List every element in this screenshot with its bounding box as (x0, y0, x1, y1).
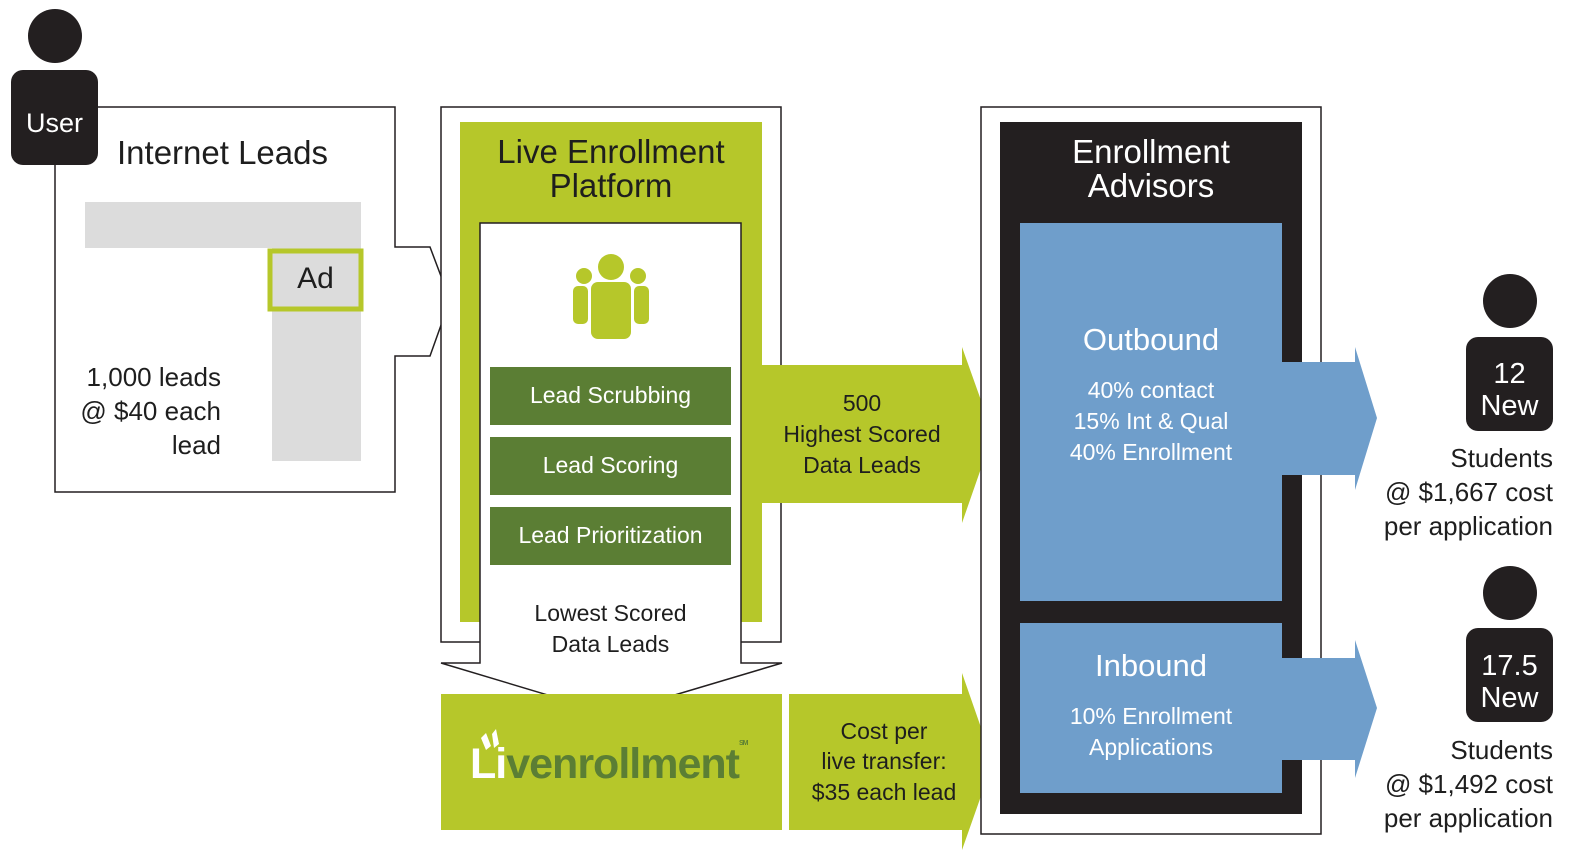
leads-line-3: lead (171, 430, 221, 460)
highest-scored-line-1: 500 (842, 390, 882, 416)
inbound-line-1: 10% Enrollment (1069, 703, 1233, 729)
leads-line-1: 1,000 leads (86, 362, 221, 392)
advisors-title-line-1: Enrollment (1072, 133, 1230, 170)
cost-line-1: Cost per (840, 718, 928, 744)
outbound-line-3: 40% Enrollment (1069, 439, 1233, 465)
highest-scored-arrow (762, 347, 993, 523)
result-person-icon-2 (1466, 566, 1553, 722)
outbound-line-2: 15% Int & Qual (1073, 408, 1229, 434)
step-box-scrubbing (490, 367, 731, 425)
result-2-count-sub: New (1480, 682, 1539, 714)
outbound-title: Outbound (1082, 322, 1220, 357)
platform-title-line-2: Platform (549, 167, 673, 204)
outbound-output-arrow (1282, 347, 1377, 490)
cost-arrow (789, 673, 993, 850)
step-lead-prioritization: Lead Prioritization (518, 522, 703, 548)
ad-label: Ad (297, 262, 334, 295)
advisors-title-line-2: Advisors (1087, 167, 1215, 204)
logo-sprout-icon (481, 729, 499, 750)
result-1-line-2: @ $1,667 cost (1384, 477, 1553, 507)
highest-scored-line-3: Data Leads (803, 452, 921, 478)
result-1-count: 12 (1493, 358, 1526, 390)
outbound-line-1: 40% contact (1087, 377, 1215, 403)
step-lead-scoring: Lead Scoring (542, 452, 679, 478)
result-1-line-3: per application (1383, 511, 1553, 541)
result-2-count: 17.5 (1481, 650, 1538, 682)
logo-tm: SM (738, 740, 748, 747)
step-lead-scrubbing: Lead Scrubbing (529, 382, 692, 408)
step-box-prioritization (490, 507, 731, 565)
cost-line-3: $35 each lead (811, 779, 957, 805)
inbound-output-arrow (1282, 640, 1377, 778)
lowest-scored-line-2: Data Leads (551, 631, 670, 657)
platform-title-line-1: Live Enrollment (497, 133, 725, 170)
inbound-title: Inbound (1094, 648, 1208, 683)
user-person-icon (11, 9, 98, 165)
highest-scored-line-2: Highest Scored (783, 421, 941, 447)
logo-wordmark: LivenrollmentSM (470, 740, 748, 789)
logo-text-enrollment: enrollment (529, 740, 740, 788)
result-person-icon-1 (1466, 274, 1553, 431)
group-icon (573, 254, 649, 339)
leads-line-2: @ $40 each (80, 396, 221, 426)
result-2-line-3: per application (1383, 803, 1553, 833)
user-label: User (25, 108, 83, 138)
webpage-header-bar (85, 202, 361, 248)
lowest-scored-line-1: Lowest Scored (534, 600, 687, 626)
result-2-line-1: Students (1450, 735, 1553, 765)
internet-leads-title: Internet Leads (117, 134, 328, 171)
result-2-line-2: @ $1,492 cost (1384, 769, 1553, 799)
logo-text-li: Li (470, 740, 507, 788)
cost-line-2: live transfer: (821, 748, 947, 774)
logo-box (441, 694, 782, 830)
step-box-scoring (490, 437, 731, 495)
ad-box (267, 248, 364, 312)
inbound-box (1020, 623, 1282, 793)
outbound-box (1020, 223, 1282, 601)
result-1-line-1: Students (1450, 443, 1553, 473)
inbound-line-2: Applications (1088, 734, 1214, 760)
result-1-count-sub: New (1480, 390, 1539, 422)
logo-text-v: v (506, 740, 530, 788)
